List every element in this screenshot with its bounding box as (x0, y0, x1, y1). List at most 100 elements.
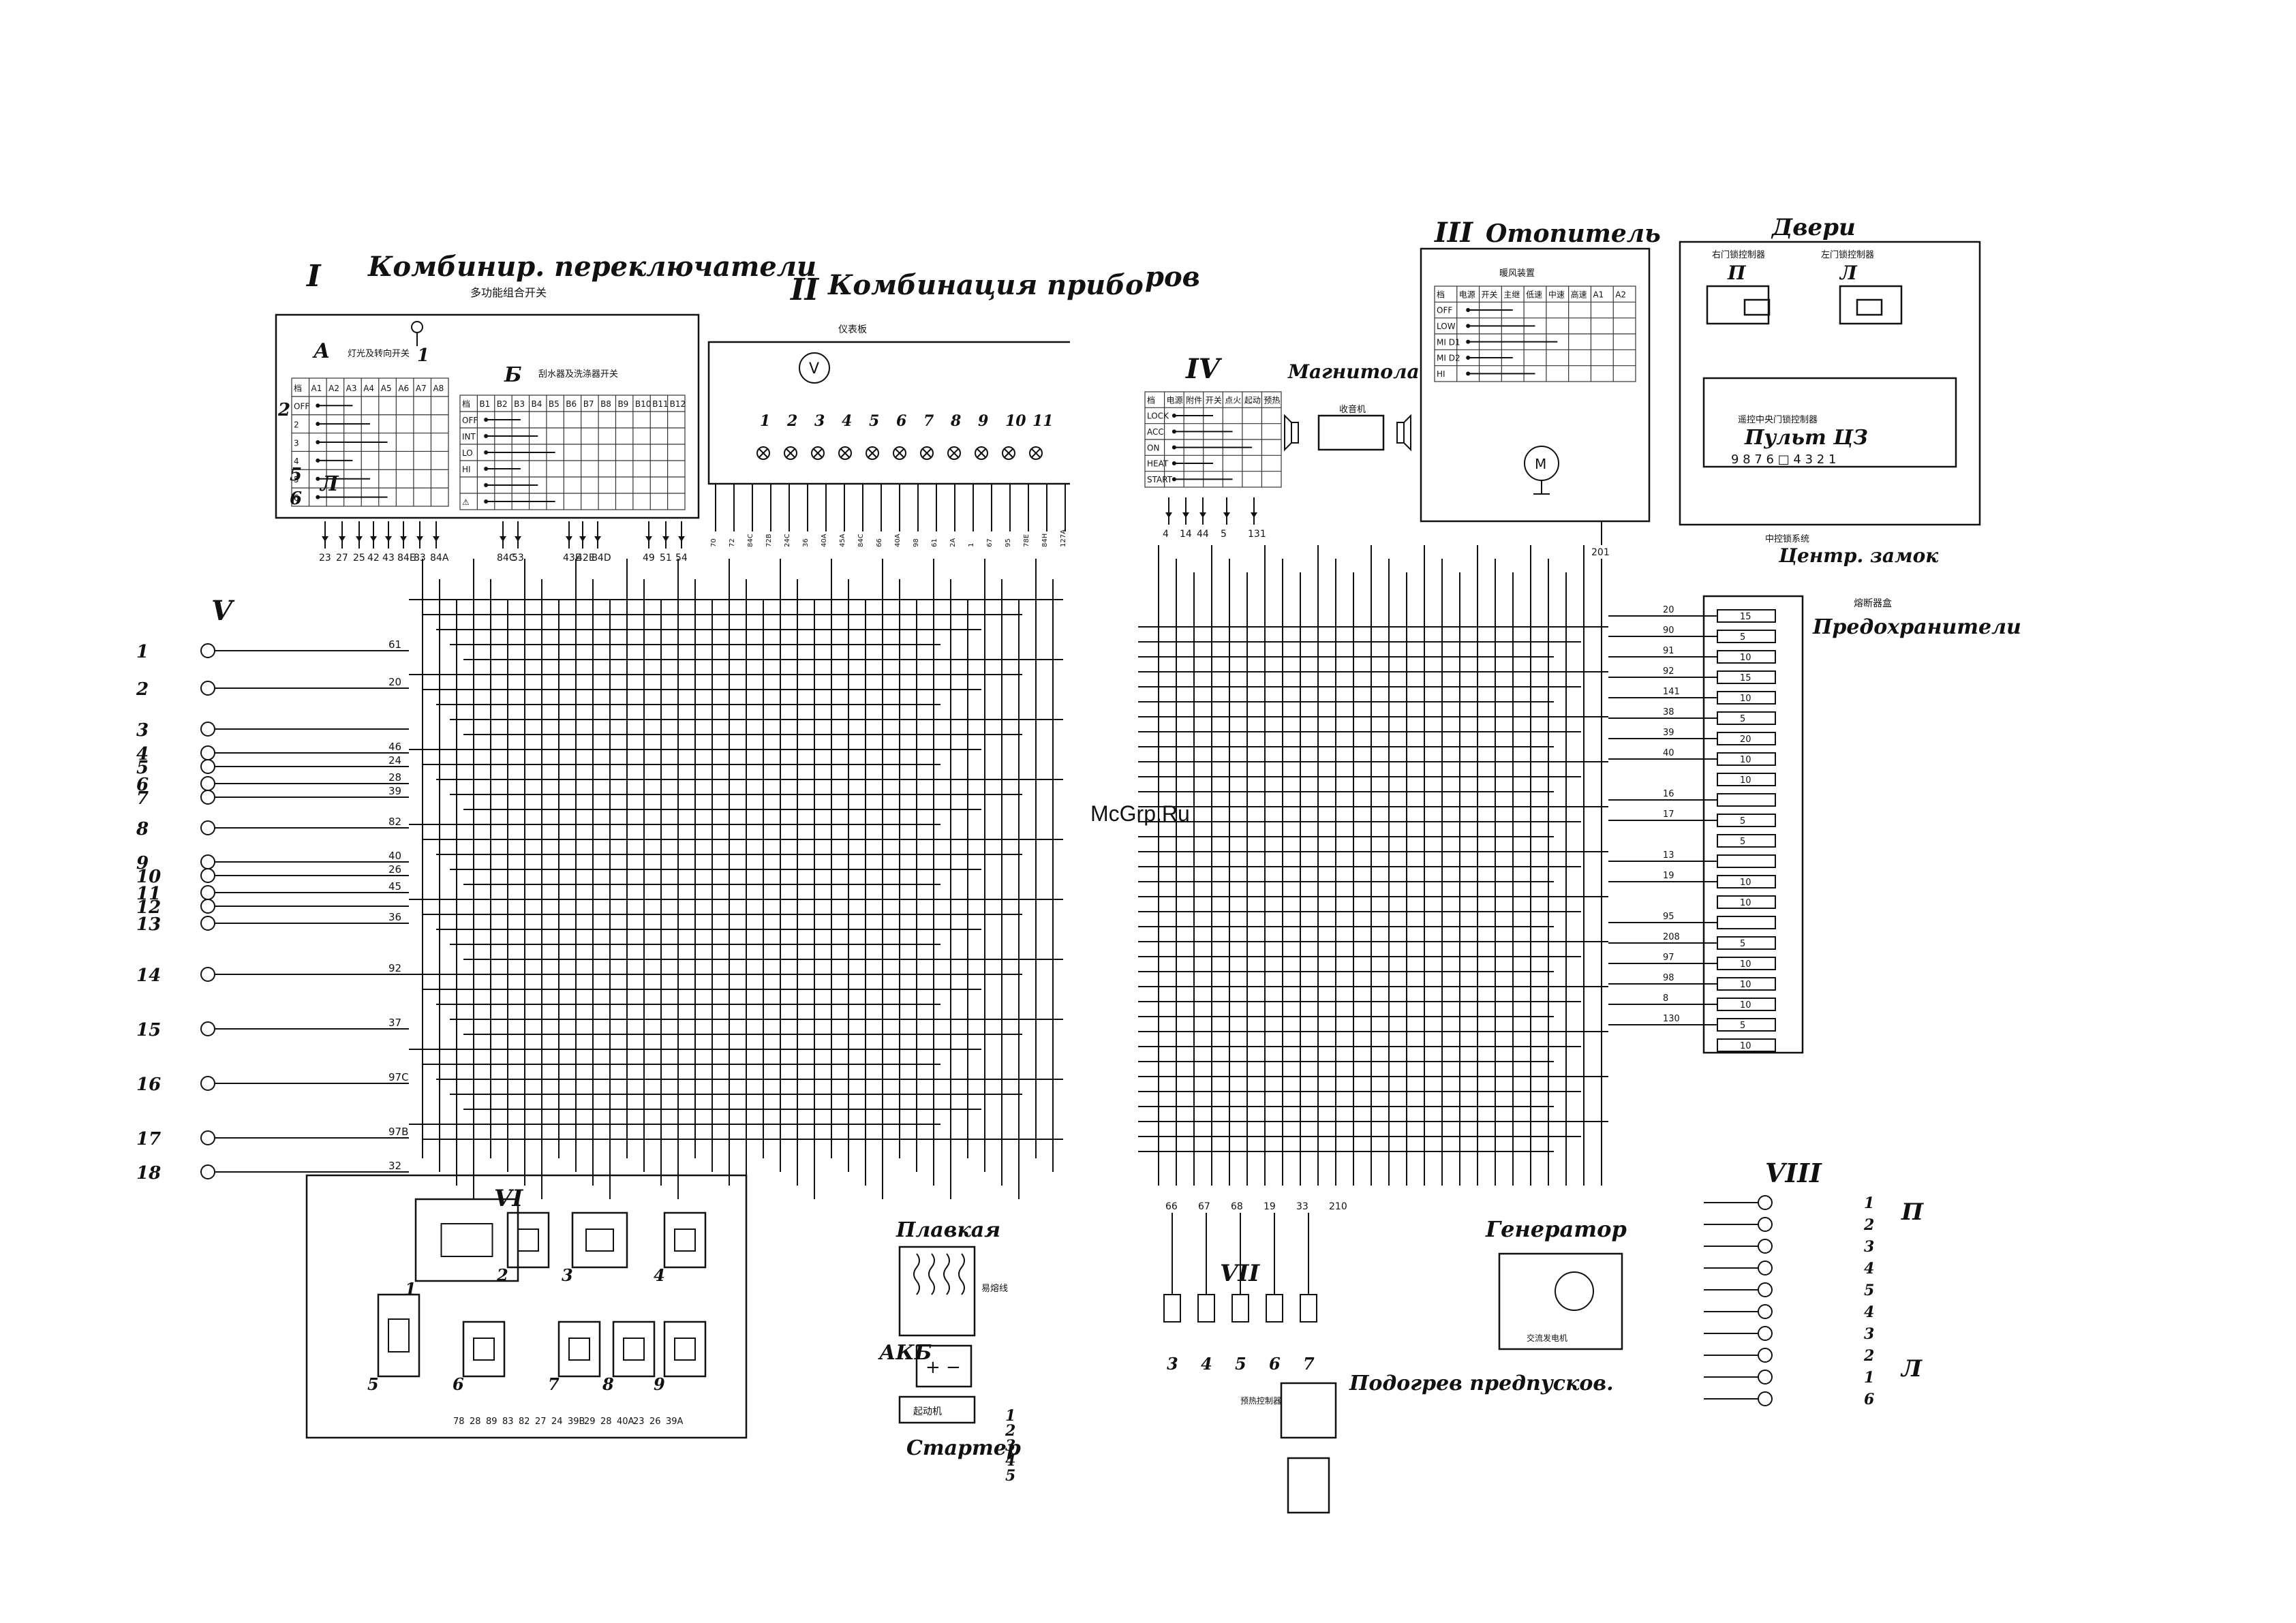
relay-number: 8 (602, 1374, 614, 1394)
remote-label: Пульт ЦЗ (1744, 426, 1868, 450)
switch-a-wire-label: 23 (319, 553, 331, 563)
relay-icon (506, 1211, 550, 1269)
switch-a-col: A6 (398, 384, 409, 393)
preheat-cn: 预热控制器 (1240, 1396, 1281, 1406)
heater-cn: 暖风装置 (1499, 268, 1535, 279)
radio-label: Магнитола (1287, 360, 1420, 383)
switch-a-row: 6 (294, 493, 299, 503)
fuse-icon (1717, 936, 1776, 950)
lamp-number: 1 (1864, 1194, 1874, 1212)
generator-label: Генератор (1485, 1216, 1627, 1242)
relay-wire-label: 27 (535, 1417, 547, 1427)
fuse-icon (1717, 895, 1776, 909)
sensor-icon (1197, 1294, 1215, 1323)
section-3-title: Отопитель (1486, 219, 1661, 248)
fuse-icon (1717, 1018, 1776, 1032)
fuse-wire-label: 208 (1663, 932, 1680, 942)
watermark: McGrp.Ru (1090, 801, 1190, 826)
relay-wire-label: 83 (502, 1417, 514, 1427)
left-item-number: 12 (136, 897, 161, 918)
switch-b-wire-label: 54 (675, 553, 688, 563)
sensor-icon (1266, 1294, 1283, 1323)
instrument-wire-label: 95 (1005, 538, 1012, 547)
fuse-rating: 15 (1740, 673, 1751, 683)
relay-number: 3 (562, 1265, 573, 1285)
switch-a-col: A3 (346, 384, 357, 393)
heater-col: A1 (1593, 290, 1604, 299)
switch-b-wire-label: 53 (512, 553, 524, 563)
block-a-1: 1 (417, 345, 429, 366)
switch-b-col: B3 (514, 399, 525, 409)
fuse-icon (1717, 834, 1776, 848)
section-5-number: V (211, 595, 235, 627)
relay-icon (557, 1320, 601, 1378)
indicator-number: 6 (896, 412, 906, 430)
remote-pins: 9 8 7 6 □ 4 3 2 1 (1731, 452, 1836, 467)
left-item-number: 3 (136, 720, 149, 741)
fuse-wire-label: 90 (1663, 625, 1674, 636)
remote-cn: 遥控中央门锁控制器 (1738, 414, 1818, 425)
remote-lock-unit (1702, 377, 1957, 468)
ignition-col: 档 (1147, 395, 1155, 405)
sensor-number: 7 (1303, 1354, 1315, 1374)
fuse-rating: 5 (1740, 1021, 1745, 1031)
left-item-wire: 24 (388, 754, 401, 767)
instrument-wire-label: 24C (784, 534, 791, 547)
heater-row: OFF (1437, 306, 1452, 315)
side-6: 6 (290, 489, 302, 509)
switch-a-wire-label: 42 (367, 553, 380, 563)
left-item-wire: 45 (388, 880, 401, 893)
relay-number: 5 (367, 1374, 379, 1394)
relay-wire-label: 26 (649, 1417, 661, 1427)
left-item-number: 9 (136, 853, 149, 874)
starter-item-number: 4 (1005, 1452, 1015, 1470)
relay-wire-label: 39A (666, 1417, 684, 1427)
door-right-cn: 右门锁控制器 (1712, 249, 1765, 260)
left-item-number: 18 (136, 1163, 161, 1184)
left-item-wire: 37 (388, 1017, 401, 1029)
section-1-number: I (305, 259, 322, 294)
heater-row: HI (1437, 369, 1445, 379)
heater-col: 低速 (1526, 290, 1542, 299)
fuse-wire-label: 40 (1663, 748, 1674, 758)
indicator-number: 3 (814, 412, 825, 430)
starter-item-number: 1 (1005, 1407, 1015, 1425)
section-3-number: III (1434, 217, 1473, 249)
switch-a-wire-label: 84A (430, 553, 449, 563)
relay-wire-label: 78 (453, 1417, 465, 1427)
left-item-wire: 92 (388, 962, 401, 974)
section-8-number: VIII (1765, 1158, 1822, 1188)
door-right-coil (1743, 298, 1771, 316)
fusible-cn: 易熔线 (981, 1284, 1008, 1294)
relay-wire-label: 82 (519, 1417, 530, 1427)
doors-frame (1679, 241, 1981, 526)
ignition-col: 预热 (1264, 395, 1280, 405)
sensor-wire-label: 68 (1231, 1201, 1243, 1212)
lamp-number: 3 (1864, 1238, 1874, 1256)
fuse-rating: 10 (1740, 653, 1751, 663)
left-item-wire: 82 (388, 816, 401, 828)
section-1-title: Комбинир. переключатели (367, 251, 816, 283)
left-item-wire: 36 (388, 911, 401, 923)
fuse-rating: 20 (1740, 735, 1751, 745)
left-item-number: 16 (136, 1075, 161, 1095)
switch-b-col: B10 (635, 399, 652, 409)
sensor-wire-label: 210 (1329, 1201, 1347, 1212)
left-item-number: 15 (136, 1020, 161, 1040)
switch-b-col: B6 (566, 399, 577, 409)
fuse-rating: 10 (1740, 898, 1751, 908)
switch-b-col: B5 (549, 399, 560, 409)
component-icon (200, 916, 215, 931)
left-item-wire: 26 (388, 863, 401, 876)
indicator-lamp-icon (920, 446, 934, 460)
fuse-rating: 10 (1740, 1041, 1751, 1051)
heater-row: MI D1 (1437, 337, 1460, 347)
left-item-number: 6 (136, 775, 149, 795)
relay-number: 7 (548, 1374, 560, 1394)
block-a-cn: 灯光及转向开关 (348, 348, 410, 359)
starter-item-number: 5 (1005, 1467, 1015, 1485)
door-left-cn: 左门锁控制器 (1821, 249, 1874, 260)
